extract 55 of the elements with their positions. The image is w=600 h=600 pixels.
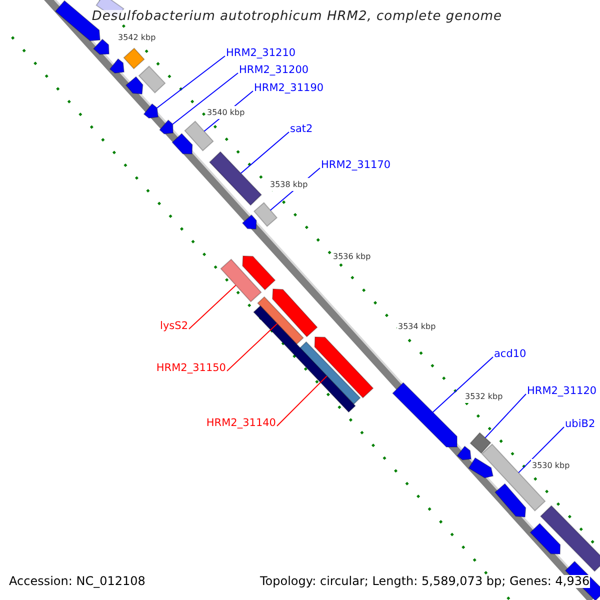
gene-label: acd10 [494,348,526,361]
gene-block [159,119,174,134]
gene-label: HRM2_31210 [226,47,296,60]
gene-label: HRM2_31120 [527,385,597,398]
gene-label: HRM2_31190 [254,82,324,95]
leader-line [172,72,238,125]
gene-label: HRM2_31170 [321,159,391,172]
leader-line [156,56,226,108]
gene-label: ubiB2 [565,418,596,431]
scale-label: 3540 kbp [206,106,246,119]
scale-label: 3530 kbp [531,459,571,472]
gene-block [208,151,262,206]
gene-block [138,66,166,94]
gene-block [272,288,318,338]
gene-block [172,132,193,155]
gene-block [143,103,159,119]
gene-block [494,483,526,518]
leader-line [484,394,526,438]
gene-block [123,48,145,70]
gene-block [184,120,214,152]
gene-label: HRM2_31150 [156,362,226,375]
gene-label: sat2 [290,123,313,136]
gene-block [540,505,600,572]
scale-label: 3536 kbp [332,250,372,263]
gene-block [109,58,125,74]
leader-line [226,323,278,372]
scale-label: 3538 kbp [269,178,309,191]
gene-label: HRM2_31200 [239,64,309,77]
scale-label: 3534 kbp [397,320,437,333]
gene-label: lysS2 [160,320,188,333]
gene-block [257,296,304,345]
gene-block [253,305,356,413]
gene-block [242,214,257,230]
gene-block [470,432,492,454]
gene-block [253,202,278,227]
gene-block [220,258,262,302]
footer-text: Accession: NC_012108 [9,575,146,588]
gene-block [392,382,458,448]
gene-block [468,457,494,478]
gene-block [456,446,472,460]
scale-label: 3542 kbp [117,31,157,44]
gene-block [92,38,110,55]
diagram-title: Desulfobacterium autotrophicum HRM2, complete genome [92,10,502,23]
leader-line [432,356,494,413]
gene-block [125,76,144,95]
leader-line [518,426,564,474]
leader-line [188,284,236,330]
gene-block [314,336,374,398]
gene-label: HRM2_31140 [206,417,276,430]
gene-block [242,255,276,290]
leader-line [240,132,290,174]
scale-label: 3532 kbp [464,390,504,403]
gene-block [530,522,561,555]
leader-line [276,376,328,426]
footer-text: Topology: circular; Length: 5,589,073 bp; Genes: 4,936 [260,575,590,588]
